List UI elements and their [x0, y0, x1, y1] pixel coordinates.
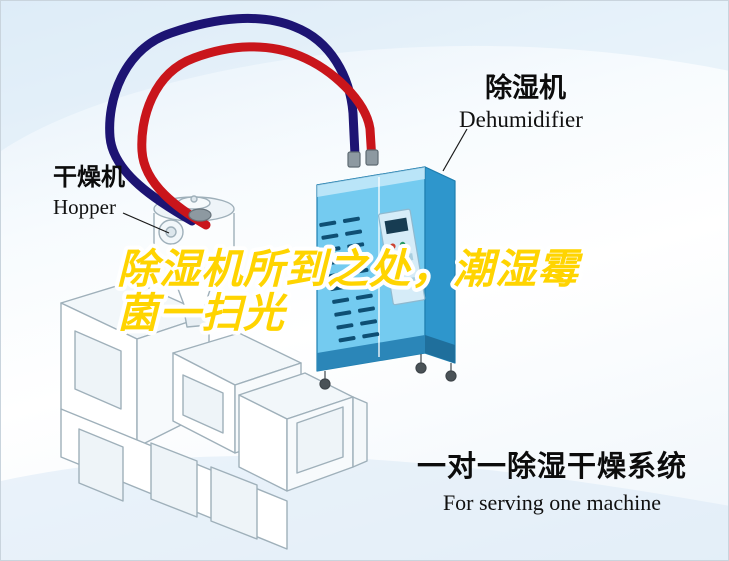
caption-block: 一对一除湿干燥系统 For serving one machine [407, 451, 697, 516]
vent-grille [319, 216, 380, 343]
dehumidifier-label-zh: 除湿机 [485, 73, 566, 103]
hopper-label-en: Hopper [53, 194, 116, 219]
navy-hose [105, 13, 360, 226]
hopper-label: 干燥机 Hopper [53, 164, 125, 219]
headline-line2: 菌一扫光 [117, 290, 288, 336]
caption-en: For serving one machine [442, 490, 662, 516]
headline-line1: 除湿机所到之处，潮湿霉 [117, 246, 584, 292]
hose-fitting [188, 208, 212, 222]
headline: 除湿机所到之处，潮湿霉 菌一扫光 [113, 242, 587, 340]
dehumidifier-label-en: Dehumidifier [459, 107, 583, 133]
hopper-label-zh: 干燥机 [53, 164, 125, 191]
red-hose [137, 42, 377, 230]
dehumidifier-leader-line [442, 128, 468, 172]
hopper-leader-line [122, 212, 170, 234]
control-panel [377, 208, 426, 306]
dehumidifier-label: 除湿机 Dehumidifier [459, 73, 583, 133]
dehumidifier-illustration [316, 149, 457, 390]
caption-zh: 一对一除湿干燥系统 [416, 451, 687, 483]
casters [319, 354, 457, 390]
